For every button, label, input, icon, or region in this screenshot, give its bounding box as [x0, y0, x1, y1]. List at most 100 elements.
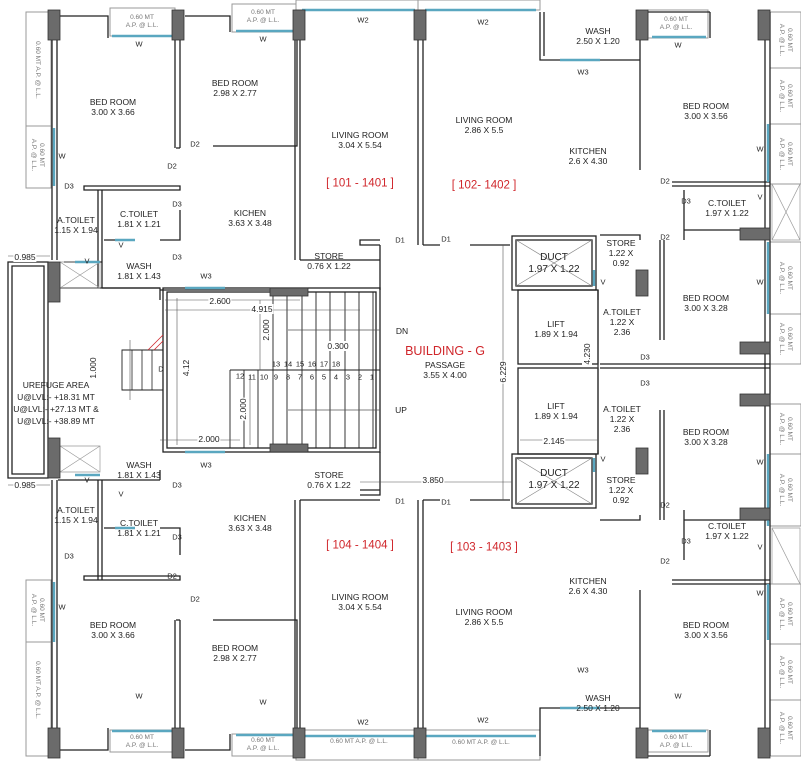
dimension-2000-lower: 2.000 — [238, 397, 248, 421]
door-tag: D2 — [660, 176, 670, 186]
step-number: 15 — [295, 359, 305, 369]
door-tag: D3 — [64, 551, 74, 561]
window-tag: W3 — [200, 460, 212, 470]
door-tag: D2 — [660, 556, 670, 566]
step-number: 11 — [248, 372, 256, 382]
dimension-412: 4.12 — [181, 358, 191, 378]
door-tag: D1 — [441, 497, 451, 507]
dimension-0300: 0.300 — [326, 341, 350, 351]
step-number: 17 — [319, 359, 329, 369]
window-tag: W — [259, 34, 267, 44]
step-number: 8 — [285, 372, 291, 382]
step-number: 16 — [307, 359, 317, 369]
unit-label-101: [ 101 - 1401 ] — [326, 177, 394, 190]
step-number: 2 — [357, 372, 363, 382]
dimension-0985-bottom: 0.985 — [13, 480, 37, 490]
dimension-6229: 6.229 — [498, 360, 508, 384]
dimension-2000-upper: 2.000 — [261, 318, 271, 342]
window-tag: W3 — [577, 665, 589, 675]
door-tag: D3 — [172, 252, 182, 262]
unit-label-103: [ 103 - 1403 ] — [450, 541, 518, 554]
ap-note: 0.60 MT A.P. @ L.L. — [34, 41, 41, 99]
dimension-2000-bottom: 2.000 — [197, 434, 221, 444]
door-tag: D2 — [167, 571, 177, 581]
landing-door-label: D — [158, 364, 164, 374]
door-tag: D3 — [172, 199, 182, 209]
ventilator-tag: V — [84, 256, 90, 266]
building-name: BUILDING - G — [405, 344, 485, 358]
step-number: 5 — [321, 372, 327, 382]
window-tag: W — [756, 457, 764, 467]
stair-up-label: UP — [395, 405, 407, 415]
door-tag: D2 — [660, 232, 670, 242]
step-number: 12 — [235, 371, 245, 381]
door-tag: D3 — [172, 532, 182, 542]
step-number: 7 — [297, 372, 303, 382]
door-tag: D2 — [190, 594, 200, 604]
door-tag: D3 — [681, 196, 691, 206]
ventilator-tag: V — [84, 475, 90, 485]
unit-label-102: [ 102- 1402 ] — [451, 179, 517, 192]
dimension-2145: 2.145 — [542, 436, 566, 446]
door-tag: D2 — [190, 139, 200, 149]
door-tag: D3 — [681, 536, 691, 546]
window-tag: W2 — [357, 717, 369, 727]
step-number: 10 — [259, 372, 269, 382]
step-number: 9 — [273, 372, 279, 382]
window-tag: W — [756, 588, 764, 598]
window-tag: W2 — [357, 15, 369, 25]
dimension-3850: 3.850 — [421, 475, 445, 485]
window-tag: W — [135, 39, 143, 49]
window-tag: W — [756, 144, 764, 154]
window-tag: W — [58, 151, 66, 161]
window-tag: W — [58, 602, 66, 612]
dimension-0985-top: 0.985 — [13, 252, 37, 262]
step-number: 1 — [369, 372, 375, 382]
ventilator-tag: V — [118, 489, 124, 499]
ap-note: 0.60 MT A.P. @ L.L. — [330, 738, 388, 745]
window-tag: W3 — [577, 67, 589, 77]
window-tag: W2 — [477, 715, 489, 725]
